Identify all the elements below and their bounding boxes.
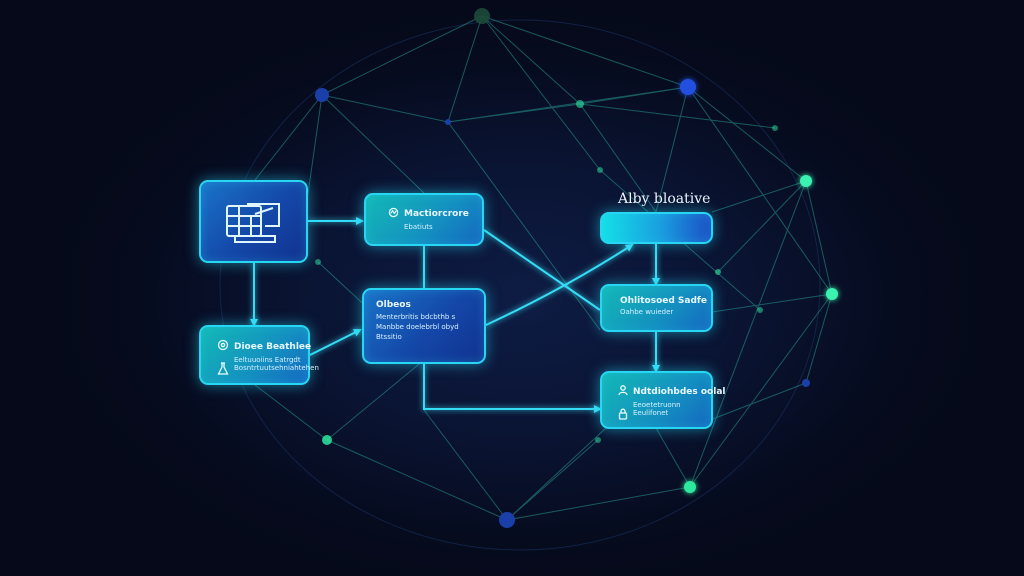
node-database[interactable] — [199, 180, 308, 263]
node-top-center-title: Mactiorcrore — [404, 209, 469, 219]
node-right-bar[interactable] — [600, 212, 713, 244]
node-right-bottom-subtitle: Eeoetetruonn — [633, 401, 681, 409]
connector-bottom-left-to-center — [309, 329, 362, 356]
mesh-nodes — [315, 8, 838, 528]
node-right-bottom-title: Ndtdiohbdes oolal — [633, 387, 726, 397]
network-icon — [388, 207, 399, 221]
node-center-line-2: Manbbe doelebrbl obyd — [376, 323, 459, 331]
right-column-label: Alby bloative — [618, 191, 711, 207]
connector-top-to-right-mid — [483, 229, 601, 311]
node-top-center[interactable]: Mactiorcrore Ebatiuts — [364, 193, 484, 246]
person-icon — [618, 385, 628, 399]
node-center-line-3: Btssitio — [376, 333, 402, 341]
lock-icon — [618, 405, 628, 424]
database-stack-icon — [225, 202, 280, 243]
node-right-mid-title: Ohlitosoed Sadfe — [620, 296, 707, 306]
node-bottom-left-subtitle-2: Bosntrtuutsehniahtehen — [234, 364, 319, 372]
gear-icon — [217, 339, 229, 354]
sphere-outline — [219, 19, 821, 551]
flow-connectors — [250, 217, 660, 413]
node-right-mid[interactable]: Ohlitosoed Sadfe Oahbe wuieder — [600, 284, 713, 332]
connector-center-to-right-bottom — [423, 364, 602, 413]
node-top-center-subtitle: Ebatiuts — [404, 223, 433, 231]
node-bottom-left-title: Dioee Beathlee — [234, 341, 312, 352]
node-center-line-1: Menterbritis bdcbthb s — [376, 313, 456, 321]
node-bottom-left[interactable]: Dioee Beathlee Eeltuuoiins Eatrgdt Bosnt… — [199, 325, 319, 385]
flask-icon — [217, 361, 229, 380]
node-right-bottom-line-2: Eeulifonet — [633, 409, 669, 417]
mesh-lines — [254, 15, 833, 521]
node-bottom-left-subtitle-1: Eeltuuoiins Eatrgdt — [234, 356, 301, 364]
node-center[interactable]: Olbeos Menterbritis bdcbthb s Manbbe doe… — [362, 288, 486, 364]
node-right-mid-subtitle: Oahbe wuieder — [620, 308, 674, 316]
node-center-title: Olbeos — [376, 300, 411, 310]
node-right-bottom[interactable]: Ndtdiohbdes oolal Eeoetetruonn Eeulifone… — [600, 371, 725, 429]
connector-center-to-bar — [485, 243, 634, 326]
